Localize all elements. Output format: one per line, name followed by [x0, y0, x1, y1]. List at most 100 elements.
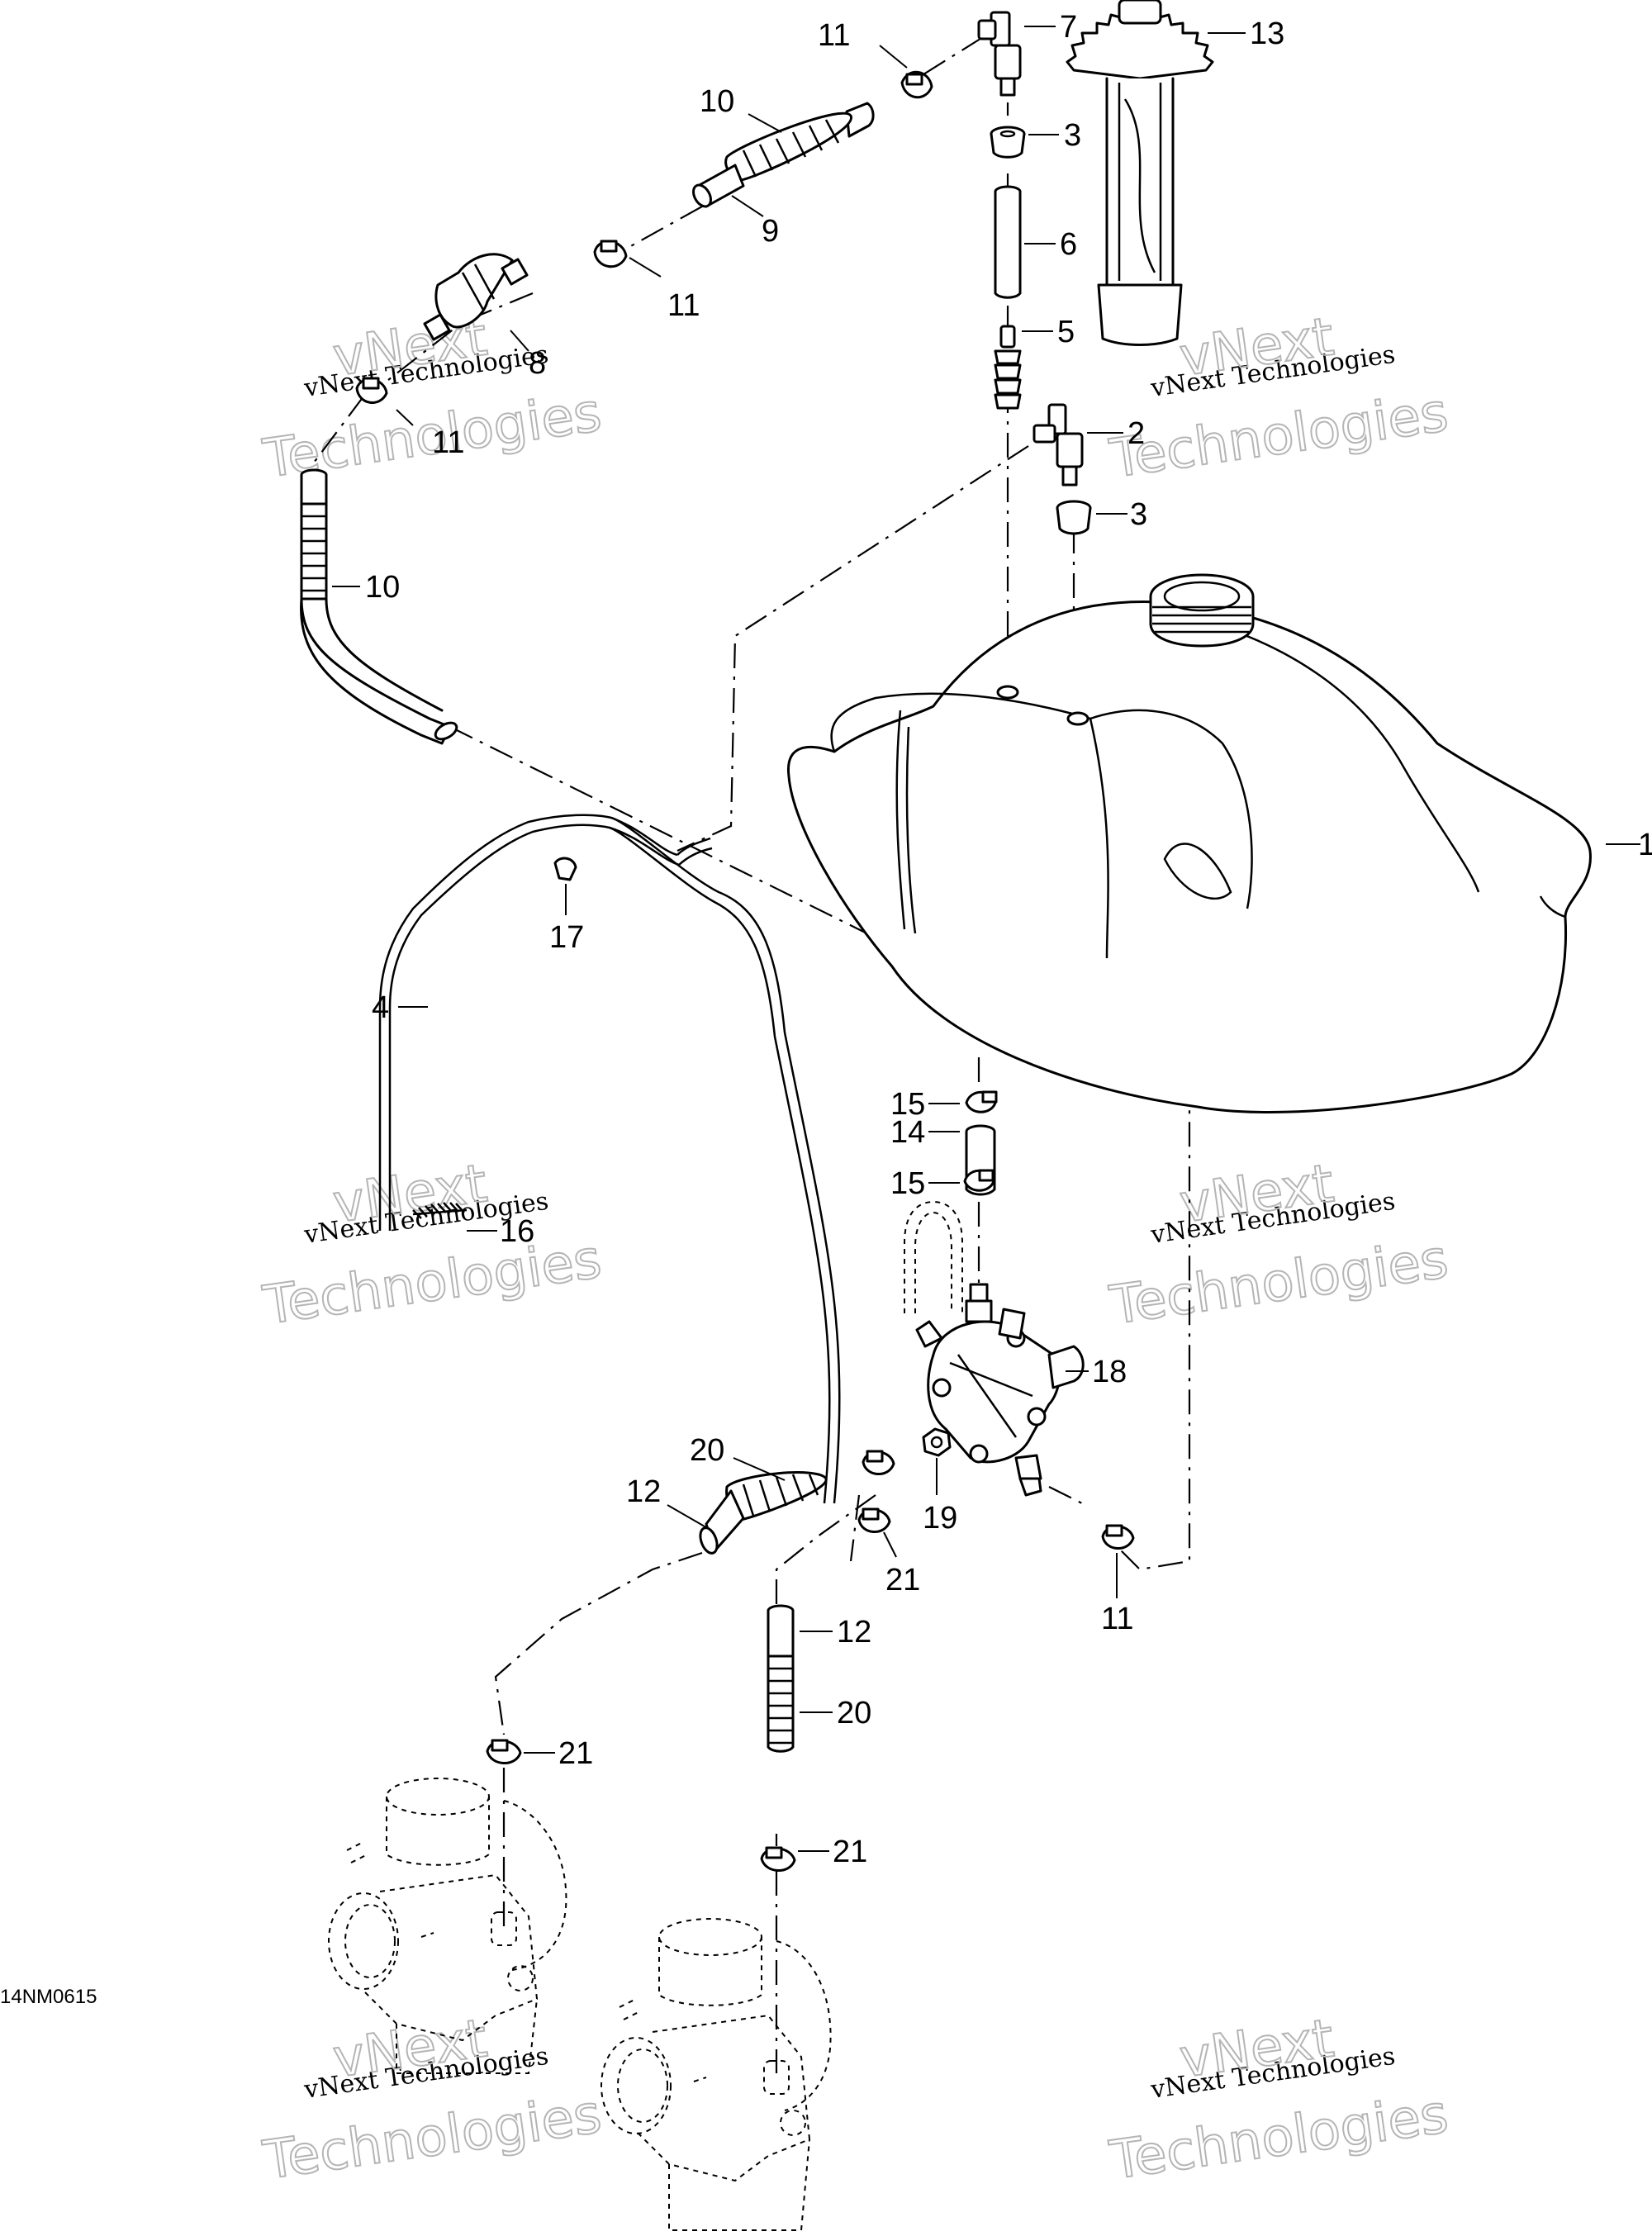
carb-left-details — [346, 1841, 434, 1938]
vent-fitting-tee-7 — [977, 11, 1022, 97]
tank-rear-lip — [1539, 895, 1566, 919]
nut-19 — [922, 1427, 952, 1457]
grommet-3-top — [990, 126, 1026, 159]
callout-4: 4 — [372, 990, 389, 1025]
grommet-3-lower — [1056, 500, 1092, 535]
tank-filler-opening — [1163, 581, 1241, 612]
vent-line-4-right-wall — [388, 824, 680, 1231]
watermark-mid-right: Technologies vNext Technologies vNext — [1105, 1152, 1452, 1337]
nut-19-hole — [930, 1436, 943, 1449]
fuel-tank — [786, 573, 1592, 1113]
clamp-15-lower-tab — [978, 1169, 995, 1182]
clamp-11-pump-tab — [1105, 1524, 1123, 1537]
leader-11c — [396, 409, 414, 426]
leader-8 — [510, 330, 529, 352]
leader-11a — [879, 45, 908, 69]
tee-7-nipple — [999, 77, 1016, 97]
callout-13: 13 — [1250, 17, 1284, 51]
nut-19-body — [922, 1427, 952, 1457]
callout-15-top: 15 — [890, 1087, 925, 1122]
callout-21-carb1: 21 — [558, 1736, 593, 1771]
clamp-21-carb2-tab — [765, 1846, 783, 1859]
hose-10-top-end — [845, 102, 875, 138]
clamp-15-lower — [963, 1169, 995, 1192]
clamp-21-upper-a — [862, 1450, 895, 1475]
callout-12-left: 12 — [626, 1474, 661, 1509]
clamp-15-top-tab — [981, 1090, 998, 1104]
tank-side-dimple — [1163, 843, 1232, 900]
fuel-pump-18-screw-d — [969, 1444, 989, 1464]
center-line-carb1 — [494, 1551, 703, 1933]
fuel-filter-8-inlet — [501, 258, 529, 286]
carb-left-cap-wall — [386, 1797, 490, 1866]
callout-12-center: 12 — [837, 1615, 871, 1650]
fuel-filter-8-body — [434, 253, 514, 329]
callout-16: 16 — [500, 1214, 534, 1249]
spring-16 — [412, 1202, 468, 1219]
callout-6: 6 — [1060, 227, 1077, 262]
leader-12a — [667, 1504, 711, 1531]
heat-sleeve-20-center — [767, 1654, 795, 1753]
callout-7: 7 — [1060, 10, 1077, 45]
watermark-mid-left: Technologies vNext Technologies vNext — [259, 1152, 605, 1337]
callout-3-top: 3 — [1064, 118, 1081, 153]
heat-sleeve-10-top-ribs — [742, 119, 840, 178]
clamp-21-upper-b — [857, 1507, 891, 1533]
callout-19: 19 — [923, 1501, 957, 1536]
fuel-pump-18-inlet-left — [915, 1320, 943, 1348]
tank-body — [786, 601, 1592, 1113]
hose-9-end — [692, 183, 712, 208]
leader-21a — [883, 1531, 897, 1558]
leader-20a — [733, 1457, 786, 1481]
fuel-pump-18 — [915, 1283, 1085, 1497]
heat-sleeve-10-left — [300, 502, 328, 601]
callout-11-pump: 11 — [1101, 1602, 1133, 1636]
tee-2-nipple — [1061, 465, 1078, 487]
tee-7-body — [994, 44, 1022, 80]
fuel-gauge-cap-knob — [1118, 0, 1162, 25]
carb-left-base — [396, 1998, 538, 2074]
callout-14: 14 — [890, 1115, 925, 1150]
carb-right-body — [635, 2014, 811, 2182]
heat-sleeve-10-top — [724, 102, 875, 182]
watermark-group: Technologies vNext Technologies vNext Te… — [259, 306, 1452, 2192]
tee-2-side — [1032, 424, 1056, 444]
carb-left-intake-bell — [328, 1892, 399, 1990]
callout-10-left: 10 — [365, 570, 400, 605]
watermark-bottom-left: Technologies vNext Technologies vNext — [259, 2007, 605, 2192]
tank-groove-left — [895, 710, 906, 930]
tee-7-side — [977, 19, 997, 40]
center-line-filter-to-hose — [313, 396, 364, 463]
tank-flank-line — [1089, 709, 1253, 909]
center-line-clamp-to-tee — [916, 36, 984, 79]
leader-10a — [748, 113, 782, 133]
hose-12-heat-sleeve-20-center — [767, 1604, 795, 1753]
carb-left-inlet-fitting — [491, 1911, 517, 1946]
carburetor-right — [601, 1918, 832, 2231]
clamp-11-top-tab — [905, 73, 923, 86]
carburetor-left — [328, 1778, 567, 2074]
grommet-3-top-hole — [999, 130, 1016, 138]
fuel-pump-18-mount-tab — [1047, 1345, 1085, 1389]
carb-right-intake-inner — [617, 2048, 668, 2123]
clamp-21-carb2 — [760, 1846, 796, 1872]
fuel-pump-18-screw-a — [932, 1378, 952, 1398]
vent-line-return-wall-a — [610, 816, 841, 1504]
heat-sleeve-10-top-body — [724, 112, 852, 182]
fuel-pump-18-inlet-top — [965, 1283, 993, 1323]
callout-21-carb2: 21 — [833, 1835, 867, 1869]
clamp-11-mid — [593, 240, 628, 268]
vent-line-junction-tip — [676, 837, 713, 866]
callout-21-pump: 21 — [885, 1563, 920, 1597]
tank-groove-left-inner — [905, 726, 917, 934]
callout-18: 18 — [1092, 1355, 1127, 1389]
callout-8: 8 — [529, 346, 546, 381]
fuel-gauge-base — [1097, 283, 1183, 346]
heat-sleeve-20-center-ribs — [768, 1667, 793, 1745]
tee-2-body — [1056, 432, 1084, 468]
callout-leaders — [332, 26, 1640, 1852]
clip-17 — [553, 857, 577, 881]
callout-11-filter: 11 — [432, 425, 464, 460]
callout-20-center: 20 — [837, 1696, 871, 1730]
callout-3-lower: 3 — [1130, 497, 1147, 532]
